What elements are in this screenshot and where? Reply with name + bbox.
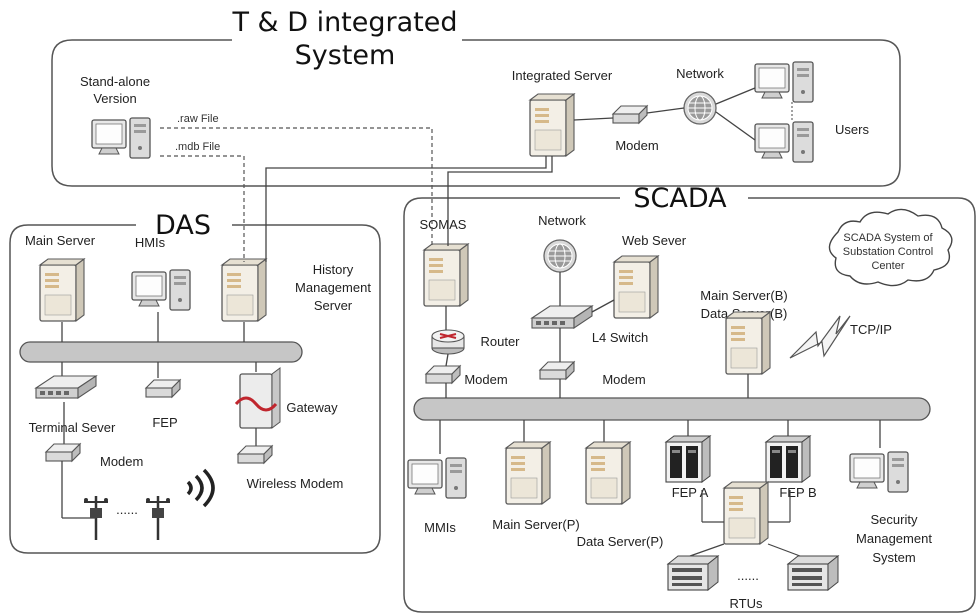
history-label-line2: Management — [295, 280, 371, 295]
rtus-label: RTUs — [730, 596, 763, 611]
scada-modem-right-label: Modem — [602, 372, 645, 387]
scada-title: SCADA — [633, 183, 727, 214]
history-label-line3: Server — [314, 298, 353, 313]
das-fep-label: FEP — [152, 415, 177, 430]
das-fep-icon — [145, 379, 181, 398]
wireless-signal-icon — [186, 468, 215, 508]
das-main-server-icon — [39, 258, 85, 322]
td-modem-label: Modem — [615, 138, 658, 153]
td-integrated-system-group: T & D integrated System Stand-alone Vers… — [51, 7, 901, 187]
history-label-line1: History — [313, 262, 354, 277]
scada-substation-cloud: SCADA System of Substation Control Cente… — [828, 208, 953, 287]
scada-modem-left-icon — [425, 365, 461, 384]
td-title-line1: T & D integrated — [231, 7, 457, 38]
das-title: DAS — [155, 210, 211, 241]
rtu-ellipsis: ...... — [737, 568, 759, 583]
rtu-2-icon — [787, 555, 839, 591]
standalone-label-line2: Version — [93, 91, 136, 106]
rtu-1-icon — [667, 555, 719, 591]
main-server-p-icon — [505, 441, 551, 505]
das-main-server-label: Main Server — [25, 233, 96, 248]
users-label: Users — [835, 122, 869, 137]
gateway-icon — [234, 367, 281, 429]
fep-center-server-icon — [723, 481, 769, 545]
scada-border — [403, 197, 976, 613]
l4-switch-icon — [531, 305, 593, 329]
security-label-line1: Security — [871, 512, 918, 527]
terminal-server-label: Terminal Sever — [29, 420, 116, 435]
web-server-label: Web Sever — [622, 233, 687, 248]
integrated-server-label: Integrated Server — [512, 68, 613, 83]
standalone-label-line1: Stand-alone — [80, 74, 150, 89]
fep-b-icon — [765, 435, 811, 483]
scada-modem-right-icon — [539, 361, 575, 380]
l4-switch-label: L4 Switch — [592, 330, 648, 345]
scada-network-label: Network — [538, 213, 586, 228]
data-server-p-label: Data Server(P) — [577, 534, 664, 549]
scada-network-globe-icon — [543, 239, 577, 273]
td-system-border — [51, 39, 901, 187]
security-label-line3: System — [872, 550, 915, 565]
integrated-server-icon — [529, 93, 575, 157]
scada-modem-left-label: Modem — [464, 372, 507, 387]
security-label-line2: Management — [856, 531, 932, 546]
das-bus — [19, 341, 303, 363]
cross-connections — [160, 127, 553, 262]
security-management-workstation-icon — [849, 451, 909, 493]
pole-2-icon — [144, 494, 172, 542]
somas-server-icon — [423, 243, 469, 307]
mdb-file-label: .mdb File — [175, 141, 220, 153]
tcpip-label: TCP/IP — [850, 322, 892, 337]
mmis-label: MMIs — [424, 520, 456, 535]
das-group: DAS Main Server HMIs History Management … — [9, 210, 381, 554]
das-border — [9, 224, 381, 554]
user-workstation-2-icon — [754, 121, 814, 163]
fep-a-label: FEP A — [672, 485, 709, 500]
raw-file-label: .raw File — [177, 113, 219, 125]
web-server-icon — [613, 255, 659, 319]
das-modem-icon — [45, 443, 81, 462]
history-management-server-icon — [221, 258, 267, 322]
cloud-label-line1: SCADA System of — [843, 232, 933, 244]
wireless-modem-icon — [237, 445, 273, 464]
scada-group: SCADA SOMAS Network Web Sever SCADA Syst… — [403, 183, 976, 613]
standalone-workstation-icon — [91, 117, 151, 159]
scada-bus — [413, 397, 931, 421]
hmis-workstation-icon — [131, 269, 191, 311]
gateway-label: Gateway — [286, 400, 338, 415]
main-data-server-b-icon — [725, 311, 771, 375]
das-modem-label: Modem — [100, 454, 143, 469]
cloud-label-line2: Substation Control — [843, 246, 934, 258]
td-network-label: Network — [676, 66, 724, 81]
user-workstation-1-icon — [754, 61, 814, 103]
fep-b-label: FEP B — [779, 485, 816, 500]
main-server-p-label: Main Server(P) — [492, 517, 579, 532]
somas-label: SOMAS — [420, 217, 467, 232]
fep-a-icon — [665, 435, 711, 483]
wireless-modem-label: Wireless Modem — [247, 476, 344, 491]
main-server-b-label: Main Server(B) — [700, 288, 787, 303]
das-pole-ellipsis: ...... — [116, 502, 138, 517]
hmis-label: HMIs — [135, 235, 166, 250]
td-title-line2: System — [295, 40, 396, 71]
td-modem-icon — [612, 105, 648, 124]
tcpip-lightning-icon — [789, 315, 851, 359]
cloud-label-line3: Center — [871, 260, 904, 272]
mmis-workstation-icon — [407, 457, 467, 499]
terminal-server-icon — [35, 375, 97, 399]
data-server-p-icon — [585, 441, 631, 505]
td-network-globe-icon — [683, 91, 717, 125]
router-icon — [431, 329, 465, 355]
router-label: Router — [480, 334, 520, 349]
